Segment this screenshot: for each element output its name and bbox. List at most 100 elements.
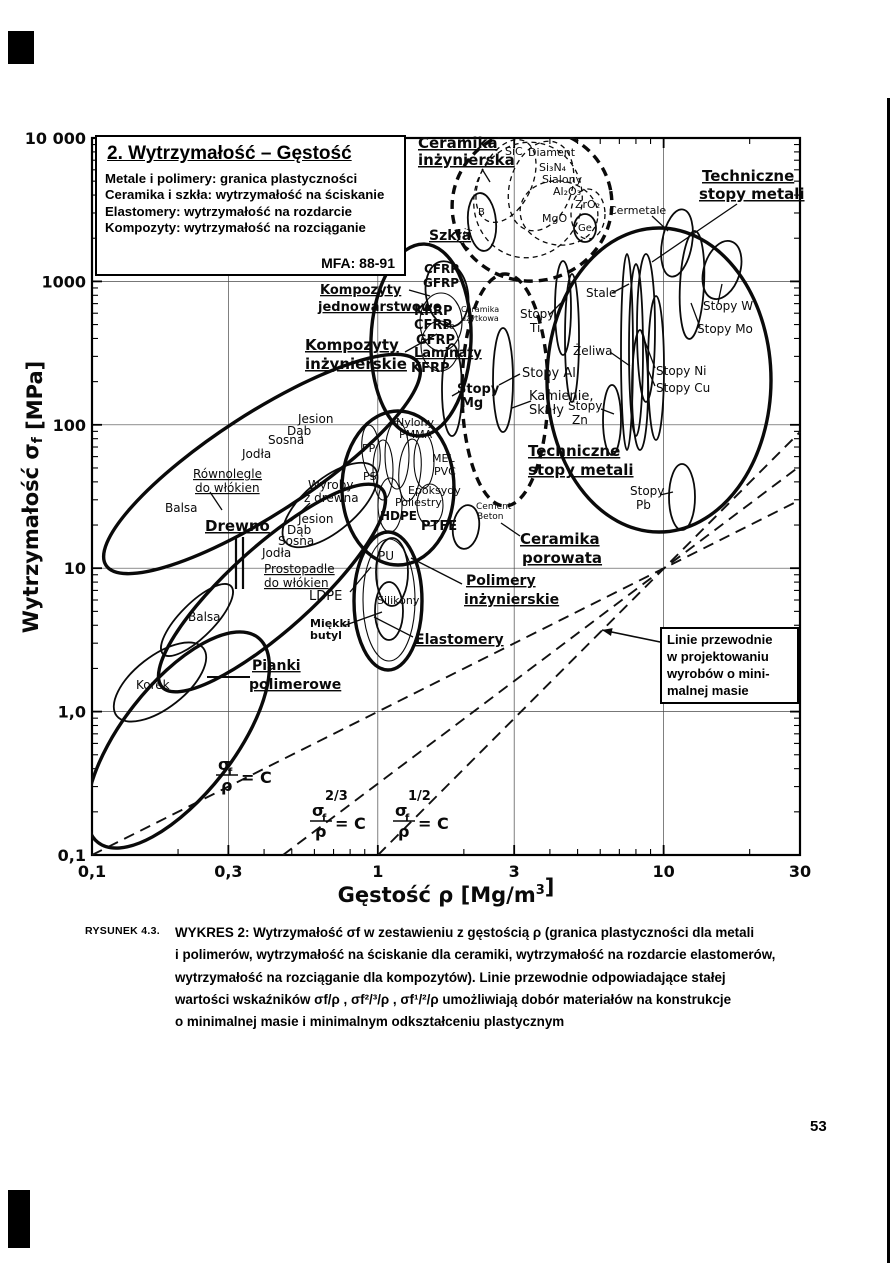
material-label: do włókien	[195, 481, 260, 495]
cfrp-gfrp-ellipse	[424, 260, 470, 328]
x-tick-label: 30	[789, 862, 811, 881]
hdpe-ellipse	[377, 477, 403, 533]
stopy-mg-ellipse	[441, 343, 463, 437]
silikony-ellipse	[374, 581, 404, 641]
y-tick-label: 10	[64, 559, 86, 578]
x-tick-label: 0,1	[78, 862, 106, 881]
material-label: Stopy W	[703, 299, 753, 313]
material-label: PU	[378, 549, 394, 563]
material-label: porowata	[522, 549, 602, 567]
material-label: do włókien	[264, 576, 329, 590]
material-label: KFRP	[411, 361, 450, 376]
leader-line	[511, 400, 532, 409]
elastomers-inner-ellipse	[362, 538, 416, 662]
y-tick-label: 1,0	[58, 703, 86, 722]
material-label: HDPE	[380, 509, 417, 523]
formula-equals-c: = C	[241, 768, 272, 787]
material-label: ZrO₂	[575, 198, 600, 211]
scan-artifact-right-edge	[887, 98, 890, 1263]
chart-title-box: 2. Wytrzymałość – Gęstość Metale i polim…	[95, 135, 406, 276]
material-label: inżynierska	[418, 151, 515, 169]
material-label: stopy metali	[699, 185, 805, 203]
material-label: Sosna	[268, 433, 304, 447]
material-label: Dąb	[287, 523, 311, 537]
scan-artifact-top-left	[8, 31, 34, 64]
leader-line	[290, 502, 311, 522]
material-label: LDPE	[309, 589, 342, 604]
material-label: inżynierskie	[464, 592, 559, 608]
material-label: stopy metali	[528, 461, 634, 479]
leader-line	[659, 491, 674, 496]
material-label: Sialony	[542, 173, 583, 186]
formula-equals-c: = C	[335, 814, 366, 833]
material-label: Stopy Ni	[656, 364, 707, 378]
epoksydy-ellipse	[416, 483, 444, 527]
material-label: Cement	[476, 502, 512, 512]
guideline	[377, 431, 801, 856]
material-label: Poliestry	[395, 496, 442, 509]
formula-sigma-sub: f	[322, 813, 327, 824]
title-box-line: Kompozyty: wytrzymałość na rozciąganie	[105, 220, 366, 236]
material-label: B	[478, 207, 485, 218]
guidelines-note-box: Linie przewodnie w projektowaniu wyrobów…	[660, 627, 799, 704]
material-label: Sosna	[278, 534, 314, 548]
scan-artifact-bottom-left	[8, 1190, 30, 1248]
material-label: Polimery	[466, 573, 536, 589]
material-label: Stopy Cu	[656, 381, 710, 395]
x-tick-label: 10	[652, 862, 674, 881]
formula-equals-c: = C	[418, 814, 449, 833]
boron-silicon-ellipse	[466, 192, 498, 252]
leader-line	[647, 369, 656, 387]
material-label: GFRP	[416, 333, 455, 348]
formula-exponent: 1/2	[408, 789, 431, 804]
woods-parallel-envelope-ellipse	[101, 352, 423, 576]
leader-line	[498, 373, 521, 386]
ps-ellipse	[372, 439, 394, 501]
material-label: Stopy Al	[522, 366, 576, 381]
x-axis-title: Gęstość ρ [Mg/m3]	[338, 875, 555, 907]
material-label: Korek	[136, 678, 170, 692]
material-label: Jesion	[297, 412, 333, 426]
leader-line	[349, 566, 372, 593]
material-label: Zn	[572, 413, 588, 427]
chart-credit: MFA: 88-91	[321, 255, 395, 271]
material-label: Jodła	[241, 447, 271, 461]
material-label: Cermetale	[609, 204, 666, 217]
zro2-ellipse	[570, 188, 606, 240]
leader-line	[690, 302, 701, 328]
stale-b-ellipse	[628, 263, 644, 437]
leader-line	[611, 283, 630, 294]
design-guidelines	[91, 431, 801, 856]
material-label: Skały	[529, 403, 564, 418]
leader-line	[373, 616, 414, 638]
material-label: Si₃N₄	[539, 161, 567, 174]
y-axis-title: Wytrzymałość σf [MPa]	[19, 361, 47, 634]
material-label: Drewno	[205, 517, 270, 535]
mel-ellipse	[413, 433, 435, 489]
material-label: inżynierskie	[305, 355, 407, 373]
material-label: Balsa	[188, 610, 221, 624]
material-label: Miękki	[310, 617, 351, 630]
formula-rho: ρ	[221, 776, 232, 795]
leader-line	[500, 522, 521, 537]
leader-line	[451, 391, 460, 397]
material-label: użytkowa	[461, 314, 499, 323]
material-label: MEL	[432, 452, 455, 465]
formula-sigma: σ	[312, 801, 324, 820]
leader-arrowhead	[602, 628, 613, 636]
x-tick-label: 3	[509, 862, 520, 881]
formula-rho: ρ	[398, 822, 409, 841]
material-label: Kamienie,	[529, 389, 594, 404]
material-label: Prostopadle	[264, 562, 335, 576]
leader-line	[600, 408, 615, 415]
figure-label: RYSUNEK 4.3.	[85, 925, 160, 937]
material-label: Wyroby	[308, 478, 354, 492]
material-label: GFRP	[423, 276, 459, 290]
caption-line: wartości wskaźników σf/ρ , σf²/³/ρ , σf¹…	[175, 991, 732, 1007]
material-label: Nylony	[396, 416, 434, 429]
material-label: Epoksydy	[408, 484, 461, 497]
material-label: SiC	[505, 145, 523, 158]
ge-ellipse	[573, 213, 597, 243]
